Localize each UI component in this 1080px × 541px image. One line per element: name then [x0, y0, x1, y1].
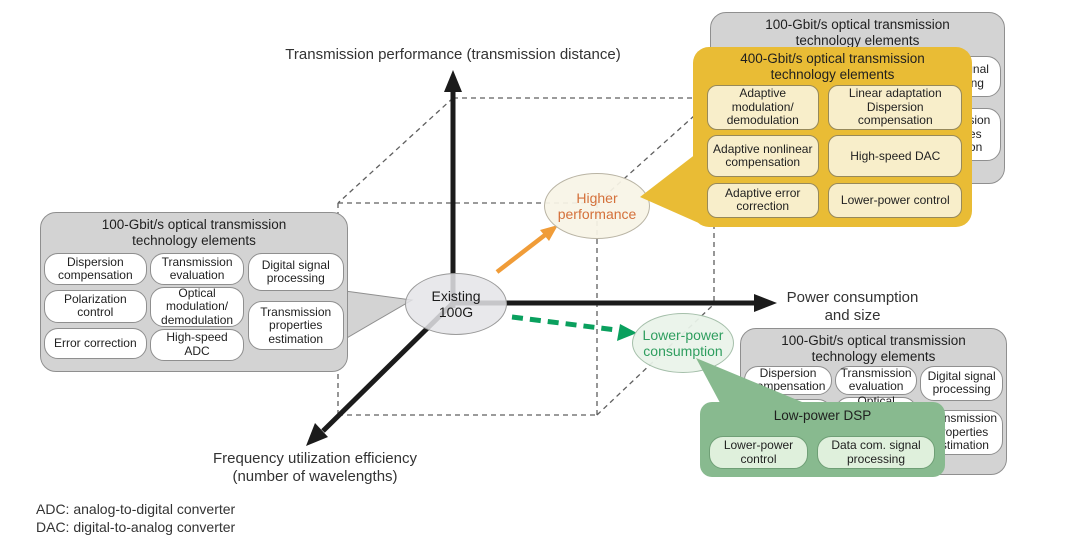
footnote-dac: DAC: digital-to-analog converter — [36, 519, 236, 535]
orange-arrow-head — [540, 225, 558, 241]
node-existing-100g: Existing 100G — [405, 273, 507, 335]
item-high-speed-adc: High-speed ADC — [149, 329, 245, 361]
node-lower-line2: consumption — [643, 343, 723, 359]
card-100g-left-title: 100-Gbit/s optical transmission technolo… — [41, 217, 347, 249]
diagonal-axis-label-line1: Frequency utilization efficiency — [213, 450, 417, 467]
item-polarization-control: Polarization control — [44, 289, 147, 323]
horizontal-axis-label: Power consumption and size — [780, 289, 925, 324]
card-100g-left: 100-Gbit/s optical transmission technolo… — [40, 212, 348, 372]
item-dispersion-compensation: Dispersion compensation — [44, 253, 147, 285]
item-adaptive-error-correction: Adaptive error correction — [706, 182, 819, 218]
lower-power-arrow — [511, 314, 637, 341]
item-transmission-properties-estimation: Transmission properties estimation — [247, 301, 344, 351]
card-title-line2: technology elements — [795, 33, 920, 48]
card-400g-title: 400-Gbit/s optical transmission technolo… — [693, 51, 972, 83]
abbreviation-footnotes: ADC: analog-to-digital converter DAC: di… — [36, 500, 235, 536]
item-adaptive-nonlinear-compensation: Adaptive nonlinear compensation — [706, 135, 819, 178]
node-existing-line1: Existing — [431, 288, 481, 304]
diagonal-axis-arrowhead — [306, 423, 328, 446]
node-higher-line2: performance — [557, 206, 637, 222]
higher-performance-arrow — [495, 225, 558, 274]
item-lower-power-control: Lower-power control — [709, 436, 808, 469]
vertical-axis-arrowhead — [444, 70, 462, 92]
card-title-line2: technology elements — [811, 349, 936, 364]
card-title-line2: technology elements — [770, 67, 895, 82]
item-data-com-signal-processing: Data com. signal processing — [817, 436, 935, 469]
card-title-line2: technology elements — [132, 233, 256, 248]
card-title-line1: 100-Gbit/s optical transmission — [101, 217, 287, 232]
cube-edge-top-left-depth — [337, 97, 454, 204]
node-higher-line1: Higher — [576, 190, 618, 206]
card-400g: 400-Gbit/s optical transmission technolo… — [693, 47, 972, 227]
node-lower-power-consumption: Lower-power consumption — [632, 313, 734, 373]
vertical-axis-label: Transmission performance (transmission d… — [285, 46, 621, 63]
card-title-line1: 100-Gbit/s optical transmission — [781, 333, 966, 348]
item-transmission-evaluation: Transmission evaluation — [149, 253, 245, 285]
item-optical-modulation-demodulation: Optical modulation/ demodulation — [149, 286, 245, 327]
orange-arrow-shaft — [495, 233, 547, 274]
card-low-power-dsp-title: Low-power DSP — [773, 408, 872, 423]
left-card-callout-tail — [344, 290, 414, 340]
item-digital-signal-processing: Digital signal processing — [247, 253, 344, 292]
item-transmission-evaluation: Transmission evaluation — [835, 365, 918, 395]
card-100g-bottom-right-title: 100-Gbit/s optical transmission technolo… — [741, 333, 1006, 365]
horizontal-axis-arrowhead — [754, 294, 777, 312]
card-title-line1: 400-Gbit/s optical transmission — [740, 51, 925, 66]
green-dashed-arrow-shaft — [511, 314, 617, 333]
footnote-adc: ADC: analog-to-digital converter — [36, 501, 236, 517]
card-title-line1: 100-Gbit/s optical transmission — [765, 17, 950, 32]
item-linear-adaptation-dispersion-compensation: Linear adaptation Dispersion compensatio… — [828, 84, 963, 130]
horizontal-axis-label-line1: Power consumption — [786, 289, 919, 306]
card-low-power-dsp: Low-power DSP Lower-power control Data c… — [700, 402, 945, 477]
horizontal-axis-label-line2: and size — [824, 306, 881, 324]
card-100g-top-right-title: 100-Gbit/s optical transmission technolo… — [711, 17, 1004, 49]
item-high-speed-dac: High-speed DAC — [828, 135, 963, 178]
node-higher-performance: Higher performance — [544, 173, 650, 239]
green-arrow-head — [617, 324, 637, 341]
node-existing-line2: 100G — [438, 304, 474, 320]
node-lower-line1: Lower-power — [642, 327, 724, 343]
item-error-correction: Error correction — [44, 327, 147, 360]
item-lower-power-control: Lower-power control — [828, 182, 963, 218]
diagonal-axis-label-line2: (number of wavelengths) — [232, 467, 398, 485]
item-adaptive-modulation-demodulation: Adaptive modulation/ demodulation — [706, 84, 819, 130]
diagonal-axis-label: Frequency utilization efficiency (number… — [190, 450, 440, 485]
item-digital-signal-processing: Digital signal processing — [919, 365, 1004, 401]
item-dispersion-compensation: Dispersion compensation — [743, 365, 833, 395]
